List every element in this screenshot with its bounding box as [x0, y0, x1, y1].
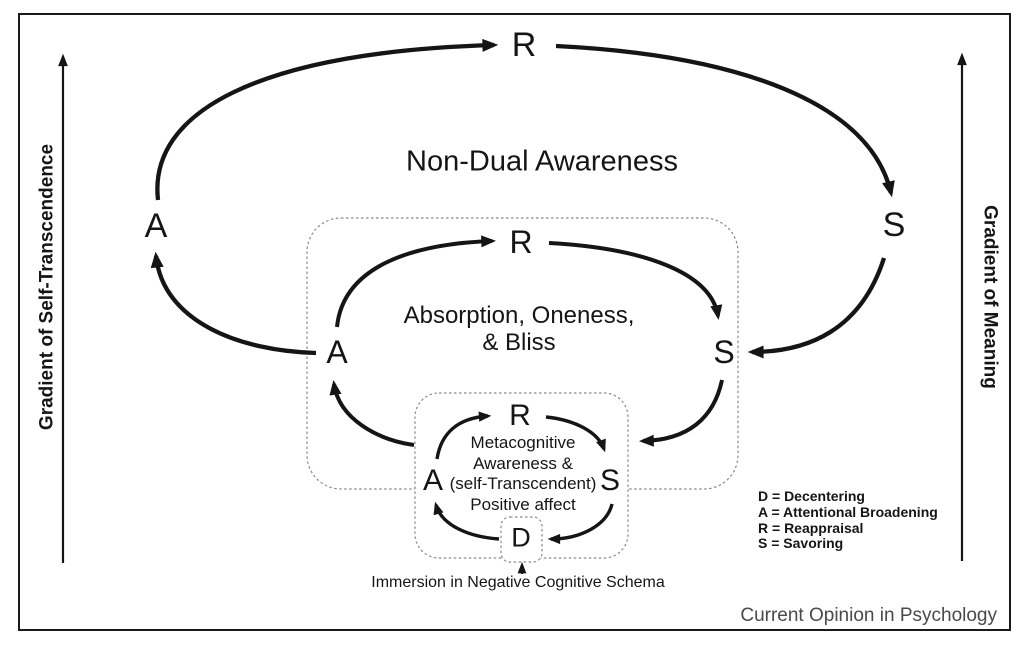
metacognitive-title: Metacognitive Awareness & (self-Transcen… [450, 433, 597, 515]
metacognitive-title-line1: Metacognitive [470, 433, 576, 452]
metacognitive-title-line2: Awareness & [473, 453, 573, 473]
outer-arc-a-to-r [155, 38, 499, 201]
non-dual-awareness-title: Non-Dual Awareness [406, 145, 678, 178]
legend-item-decentering: D = Decentering [758, 488, 865, 504]
inner-arc-s-to-d [547, 503, 614, 545]
inner-arc-a-to-r [435, 411, 492, 460]
outer-arc-s-to-middle-s [747, 257, 887, 359]
inner-arc-a-to-middle-a [329, 380, 415, 447]
legend-item-reappraisal: R = Reappraisal [758, 519, 864, 536]
decentering-dashed-box [500, 516, 543, 563]
middle-arc-s-to-inner-s [638, 379, 724, 447]
absorption-title-line1: Absorption, Oneness, [403, 302, 635, 329]
metacognitive-title-line4: Positive affect [470, 494, 576, 514]
figure-frame [18, 13, 1011, 631]
outer-node-s: S [882, 206, 906, 244]
gradient-self-transcendence-label: Gradient of Self-Transcendence [36, 143, 58, 431]
immersion-schema-label: Immersion in Negative Cognitive Schema [371, 574, 665, 591]
middle-node-s: S [713, 334, 735, 370]
middle-node-r: R [509, 224, 533, 260]
absorption-title-line2: & Bliss [482, 329, 556, 356]
middle-arc-a-to-r [335, 235, 497, 328]
inner-arc-r-to-s [545, 415, 606, 453]
outer-arc-r-to-s [555, 43, 895, 198]
middle-arc-r-to-s [548, 241, 723, 320]
outer-node-a: A [144, 207, 168, 245]
legend: D = Decentering A = Attentional Broadeni… [758, 488, 938, 552]
absorption-title: Absorption, Oneness, & Bliss [404, 302, 635, 356]
journal-caption: Current Opinion in Psychology [740, 605, 997, 626]
middle-arc-a-to-outer-a [150, 251, 317, 356]
outer-node-r: R [511, 26, 537, 64]
inner-node-d: D [511, 522, 531, 553]
middle-node-a: A [326, 334, 348, 370]
legend-item-attentional-broadening: A = Attentional Broadening [758, 503, 938, 520]
inner-arc-d-to-a [433, 501, 500, 541]
gradient-meaning-label: Gradient of Meaning [979, 205, 1001, 389]
inner-cycle-dashed-box [414, 392, 629, 559]
inner-node-a: A [422, 464, 444, 497]
metacognitive-title-line3: (self-Transcendent) [449, 474, 597, 493]
inner-node-s: S [599, 464, 621, 497]
inner-node-r: R [509, 399, 531, 432]
legend-item-savoring: S = Savoring [758, 535, 844, 552]
